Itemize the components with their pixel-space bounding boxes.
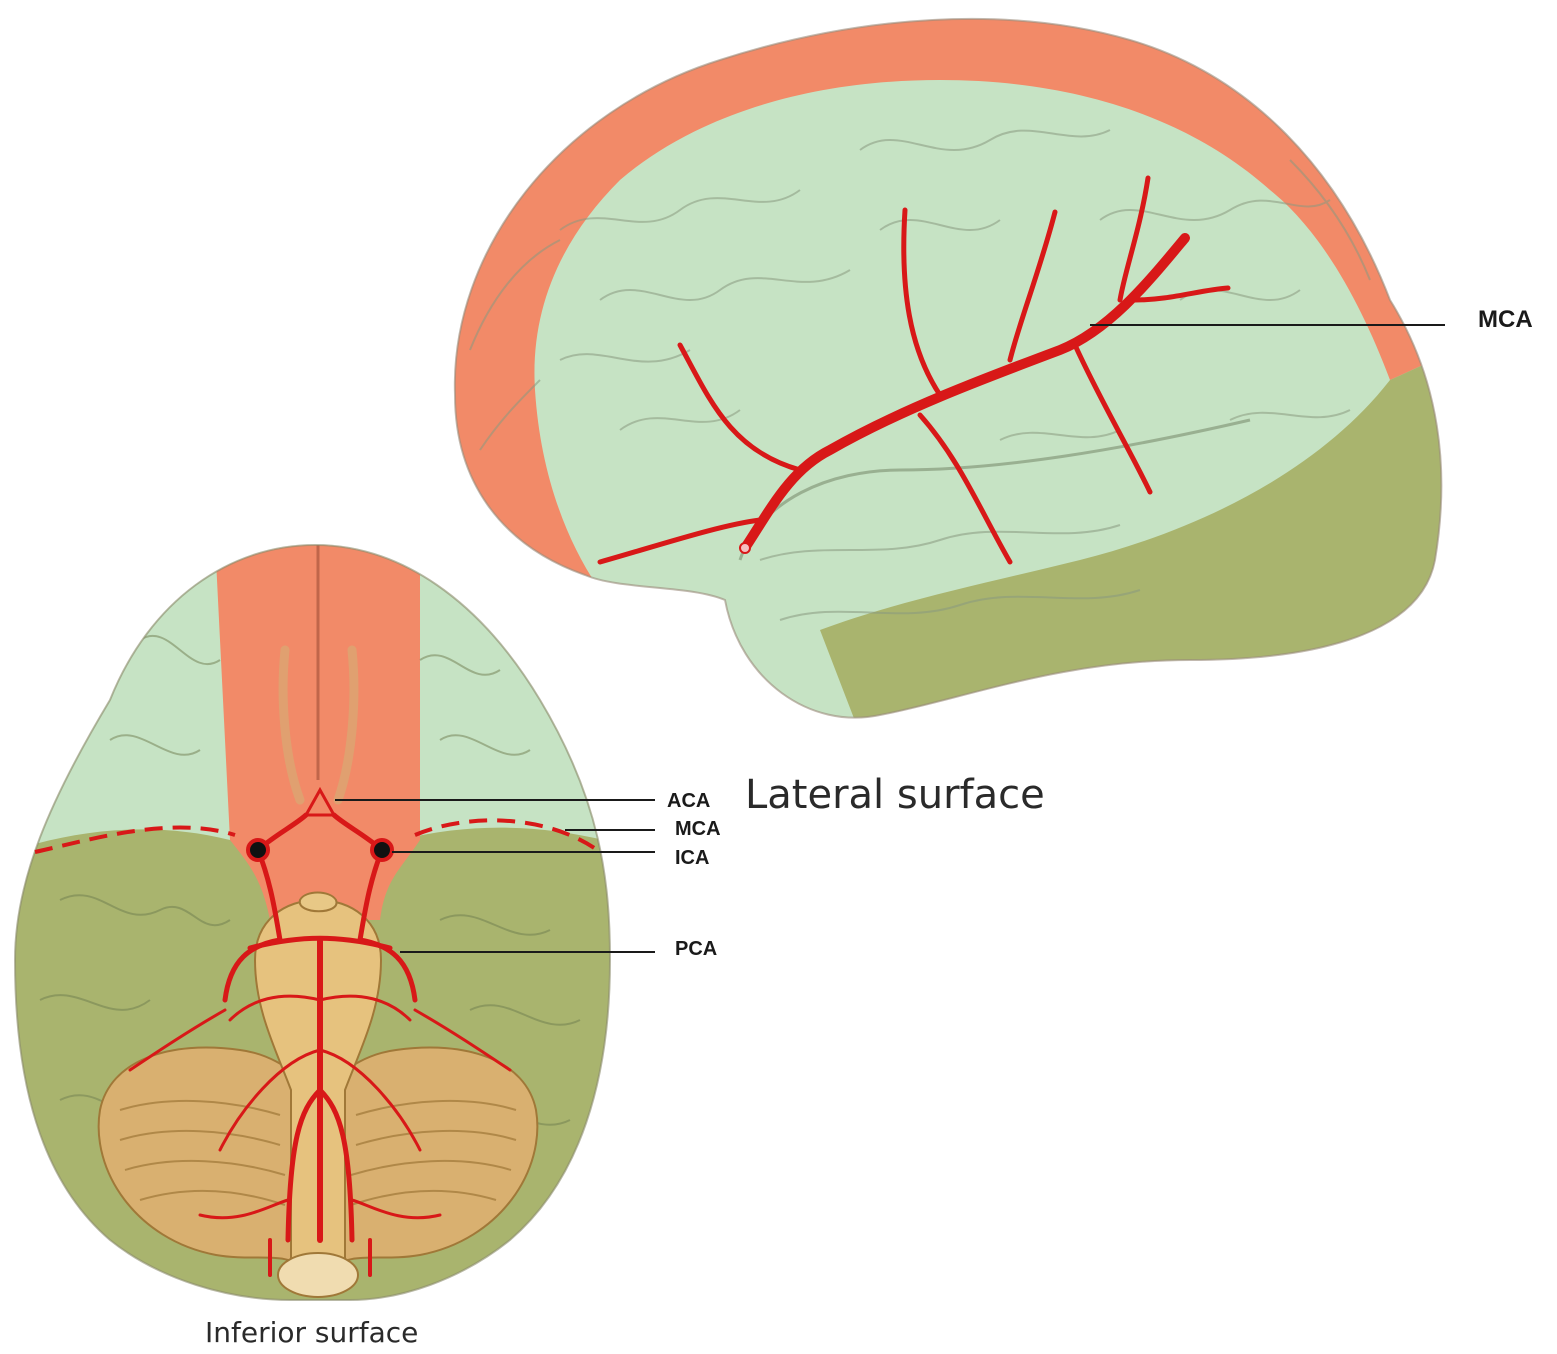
ica-marker-left bbox=[248, 840, 268, 860]
ica-marker-right bbox=[372, 840, 392, 860]
inferior-surface-caption: Inferior surface bbox=[205, 1316, 418, 1349]
pca-label: PCA bbox=[675, 938, 717, 960]
mca-lateral-label: MCA bbox=[1478, 306, 1533, 333]
aca-label: ACA bbox=[667, 790, 710, 812]
mca-origin-marker bbox=[740, 543, 750, 553]
mca-inferior-label: MCA bbox=[675, 818, 721, 840]
inferior-brain bbox=[0, 540, 640, 1320]
lateral-surface-caption: Lateral surface bbox=[745, 772, 1045, 818]
ica-label: ICA bbox=[675, 847, 709, 869]
lateral-brain bbox=[400, 0, 1500, 760]
